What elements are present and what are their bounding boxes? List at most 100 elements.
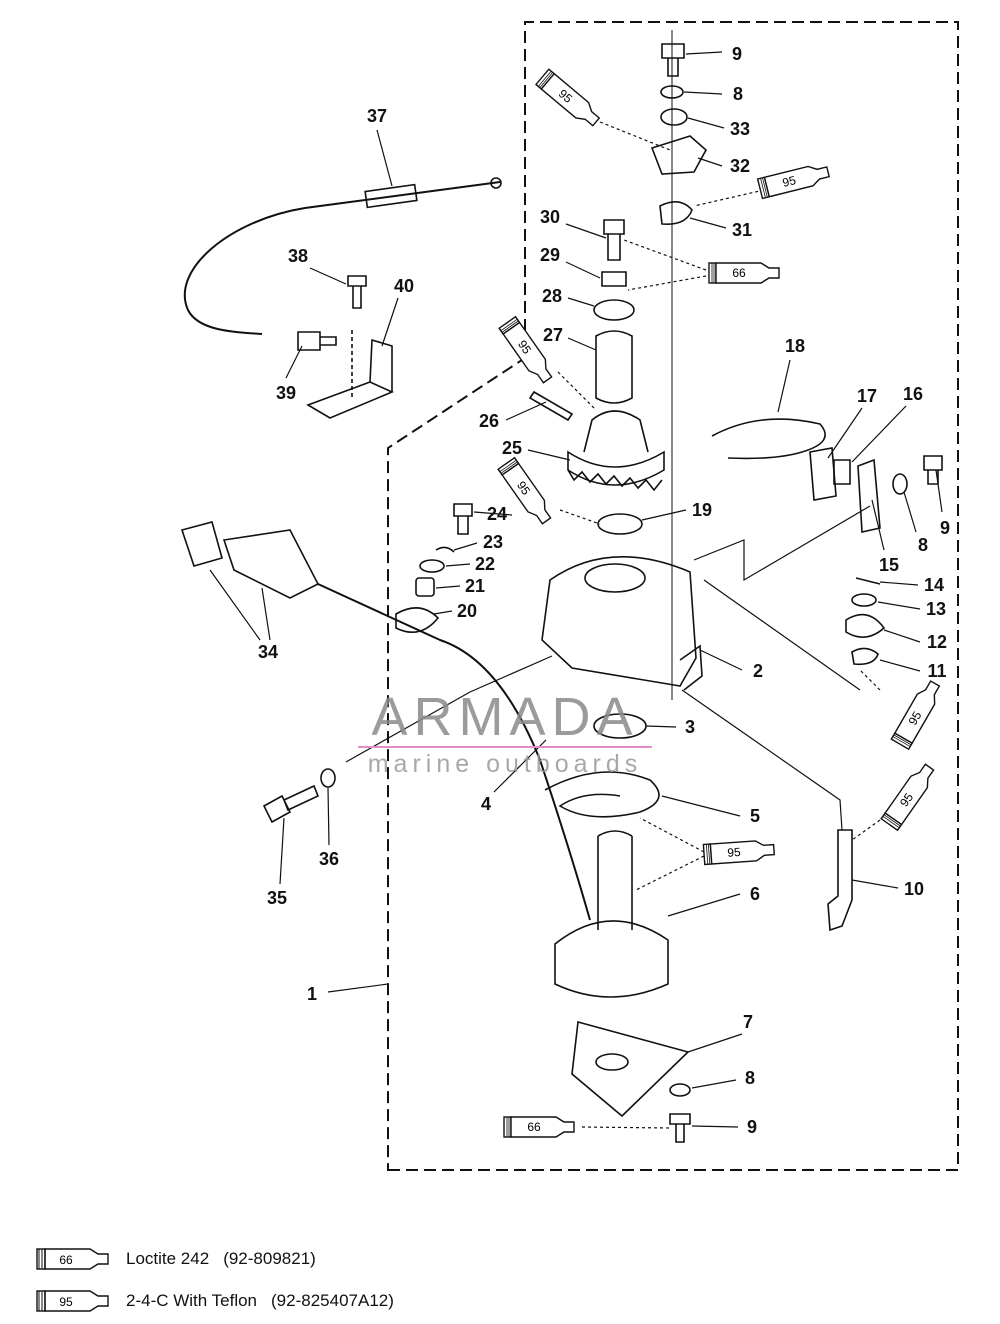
callout-3: 3 bbox=[684, 717, 696, 737]
legend-desc-2: 2-4-C With Teflon bbox=[126, 1291, 258, 1310]
callout-33: 33 bbox=[729, 119, 751, 139]
callout-13: 13 bbox=[925, 599, 947, 619]
cable-37 bbox=[183, 181, 501, 335]
legend-row-2: 95 2-4-C With Teflon (92-825407A12) bbox=[36, 1288, 394, 1314]
switch-17 bbox=[809, 447, 837, 501]
tube-95-icon: 95 bbox=[497, 456, 552, 525]
handle-34 bbox=[180, 521, 320, 599]
legend-row-1: 66 Loctite 242 (92-809821) bbox=[36, 1246, 316, 1272]
callout-8: 8 bbox=[732, 84, 744, 104]
callout-15: 15 bbox=[878, 555, 900, 575]
cam-32 bbox=[650, 135, 708, 175]
callout-11: 11 bbox=[927, 661, 947, 681]
fitting-39 bbox=[297, 331, 337, 351]
callout-5: 5 bbox=[749, 806, 761, 826]
callout-12: 12 bbox=[926, 632, 948, 652]
wire-spring-18 bbox=[711, 418, 826, 460]
callout-9: 9 bbox=[939, 518, 951, 538]
callout-9: 9 bbox=[746, 1117, 758, 1137]
tube-95-icon: 95 bbox=[880, 763, 935, 832]
callout-40: 40 bbox=[393, 276, 415, 296]
callout-19: 19 bbox=[691, 500, 713, 520]
tube-66-icon: 66 bbox=[503, 1116, 575, 1138]
legend-part-1: (92-809821) bbox=[223, 1249, 316, 1268]
gear-25 bbox=[567, 410, 665, 486]
callout-34: 34 bbox=[257, 642, 279, 662]
cable-4 bbox=[317, 583, 591, 921]
callout-20: 20 bbox=[456, 601, 478, 621]
spacer-21 bbox=[415, 577, 435, 597]
tube-66-icon: 66 bbox=[708, 262, 780, 284]
callout-26: 26 bbox=[478, 411, 500, 431]
washer-8-right bbox=[892, 473, 908, 495]
tube-95-icon: 95 bbox=[36, 1290, 109, 1312]
recoil-spring-5 bbox=[544, 771, 660, 818]
washer-36 bbox=[320, 768, 336, 788]
nut-29 bbox=[601, 271, 627, 287]
callout-37: 37 bbox=[366, 106, 388, 126]
callout-35: 35 bbox=[266, 888, 288, 908]
callout-24: 24 bbox=[486, 504, 508, 524]
bolt-9-right bbox=[923, 455, 943, 485]
callout-16: 16 bbox=[902, 384, 924, 404]
spring-11 bbox=[851, 647, 879, 666]
tube-95-icon: 95 bbox=[756, 165, 831, 200]
callout-36: 36 bbox=[318, 849, 340, 869]
callout-10: 10 bbox=[903, 879, 925, 899]
bolt-9-top bbox=[661, 43, 685, 77]
callout-21: 21 bbox=[464, 576, 486, 596]
callout-17: 17 bbox=[856, 386, 878, 406]
tube-label: 95 bbox=[781, 173, 798, 190]
tube-66-icon: 66 bbox=[36, 1248, 109, 1270]
bracket-15 bbox=[857, 458, 881, 533]
pin-14 bbox=[855, 577, 881, 585]
washer-13 bbox=[851, 593, 877, 607]
callout-28: 28 bbox=[541, 286, 563, 306]
tube-95-icon: 95 bbox=[535, 68, 601, 127]
bracket-40 bbox=[306, 338, 394, 419]
washer-28 bbox=[593, 299, 635, 321]
callout-29: 29 bbox=[539, 245, 561, 265]
plate-16 bbox=[833, 459, 851, 485]
svg-text:95: 95 bbox=[59, 1295, 73, 1309]
cam-12 bbox=[845, 613, 886, 638]
rod-10 bbox=[827, 829, 853, 932]
callout-9: 9 bbox=[731, 44, 743, 64]
callout-27: 27 bbox=[542, 325, 564, 345]
assembly-boundary bbox=[387, 21, 959, 1171]
tube-label: 66 bbox=[527, 1120, 541, 1134]
callout-2: 2 bbox=[752, 661, 764, 681]
tube-95-icon: 95 bbox=[702, 840, 776, 866]
washer-22 bbox=[419, 559, 445, 573]
base-plate-7 bbox=[571, 1020, 690, 1118]
callout-6: 6 bbox=[749, 884, 761, 904]
tube-label: 95 bbox=[906, 709, 925, 728]
callout-30: 30 bbox=[539, 207, 561, 227]
tube-label: 95 bbox=[727, 845, 742, 860]
clip-23 bbox=[435, 546, 455, 553]
callout-25: 25 bbox=[501, 438, 523, 458]
link-20 bbox=[395, 607, 440, 634]
watermark: ARMADA marine outboards bbox=[350, 690, 660, 777]
spring-31 bbox=[659, 201, 693, 226]
callout-8: 8 bbox=[744, 1068, 756, 1088]
washer-8-bottom bbox=[669, 1083, 691, 1097]
washer-33 bbox=[660, 108, 688, 126]
callout-14: 14 bbox=[923, 575, 945, 595]
legend-part-2: (92-825407A12) bbox=[271, 1291, 394, 1310]
svg-text:66: 66 bbox=[59, 1253, 73, 1267]
callout-38: 38 bbox=[287, 246, 309, 266]
tube-label: 66 bbox=[732, 266, 746, 280]
callout-1: 1 bbox=[306, 984, 318, 1004]
tube-95-icon: 95 bbox=[498, 315, 553, 384]
washer-19 bbox=[597, 513, 643, 535]
callout-32: 32 bbox=[729, 156, 751, 176]
pin-26 bbox=[528, 390, 574, 422]
bolt-9-bottom bbox=[669, 1113, 691, 1143]
callout-4: 4 bbox=[480, 794, 492, 814]
callout-23: 23 bbox=[482, 532, 504, 552]
screw-24 bbox=[453, 503, 473, 535]
watermark-underline bbox=[358, 746, 652, 748]
